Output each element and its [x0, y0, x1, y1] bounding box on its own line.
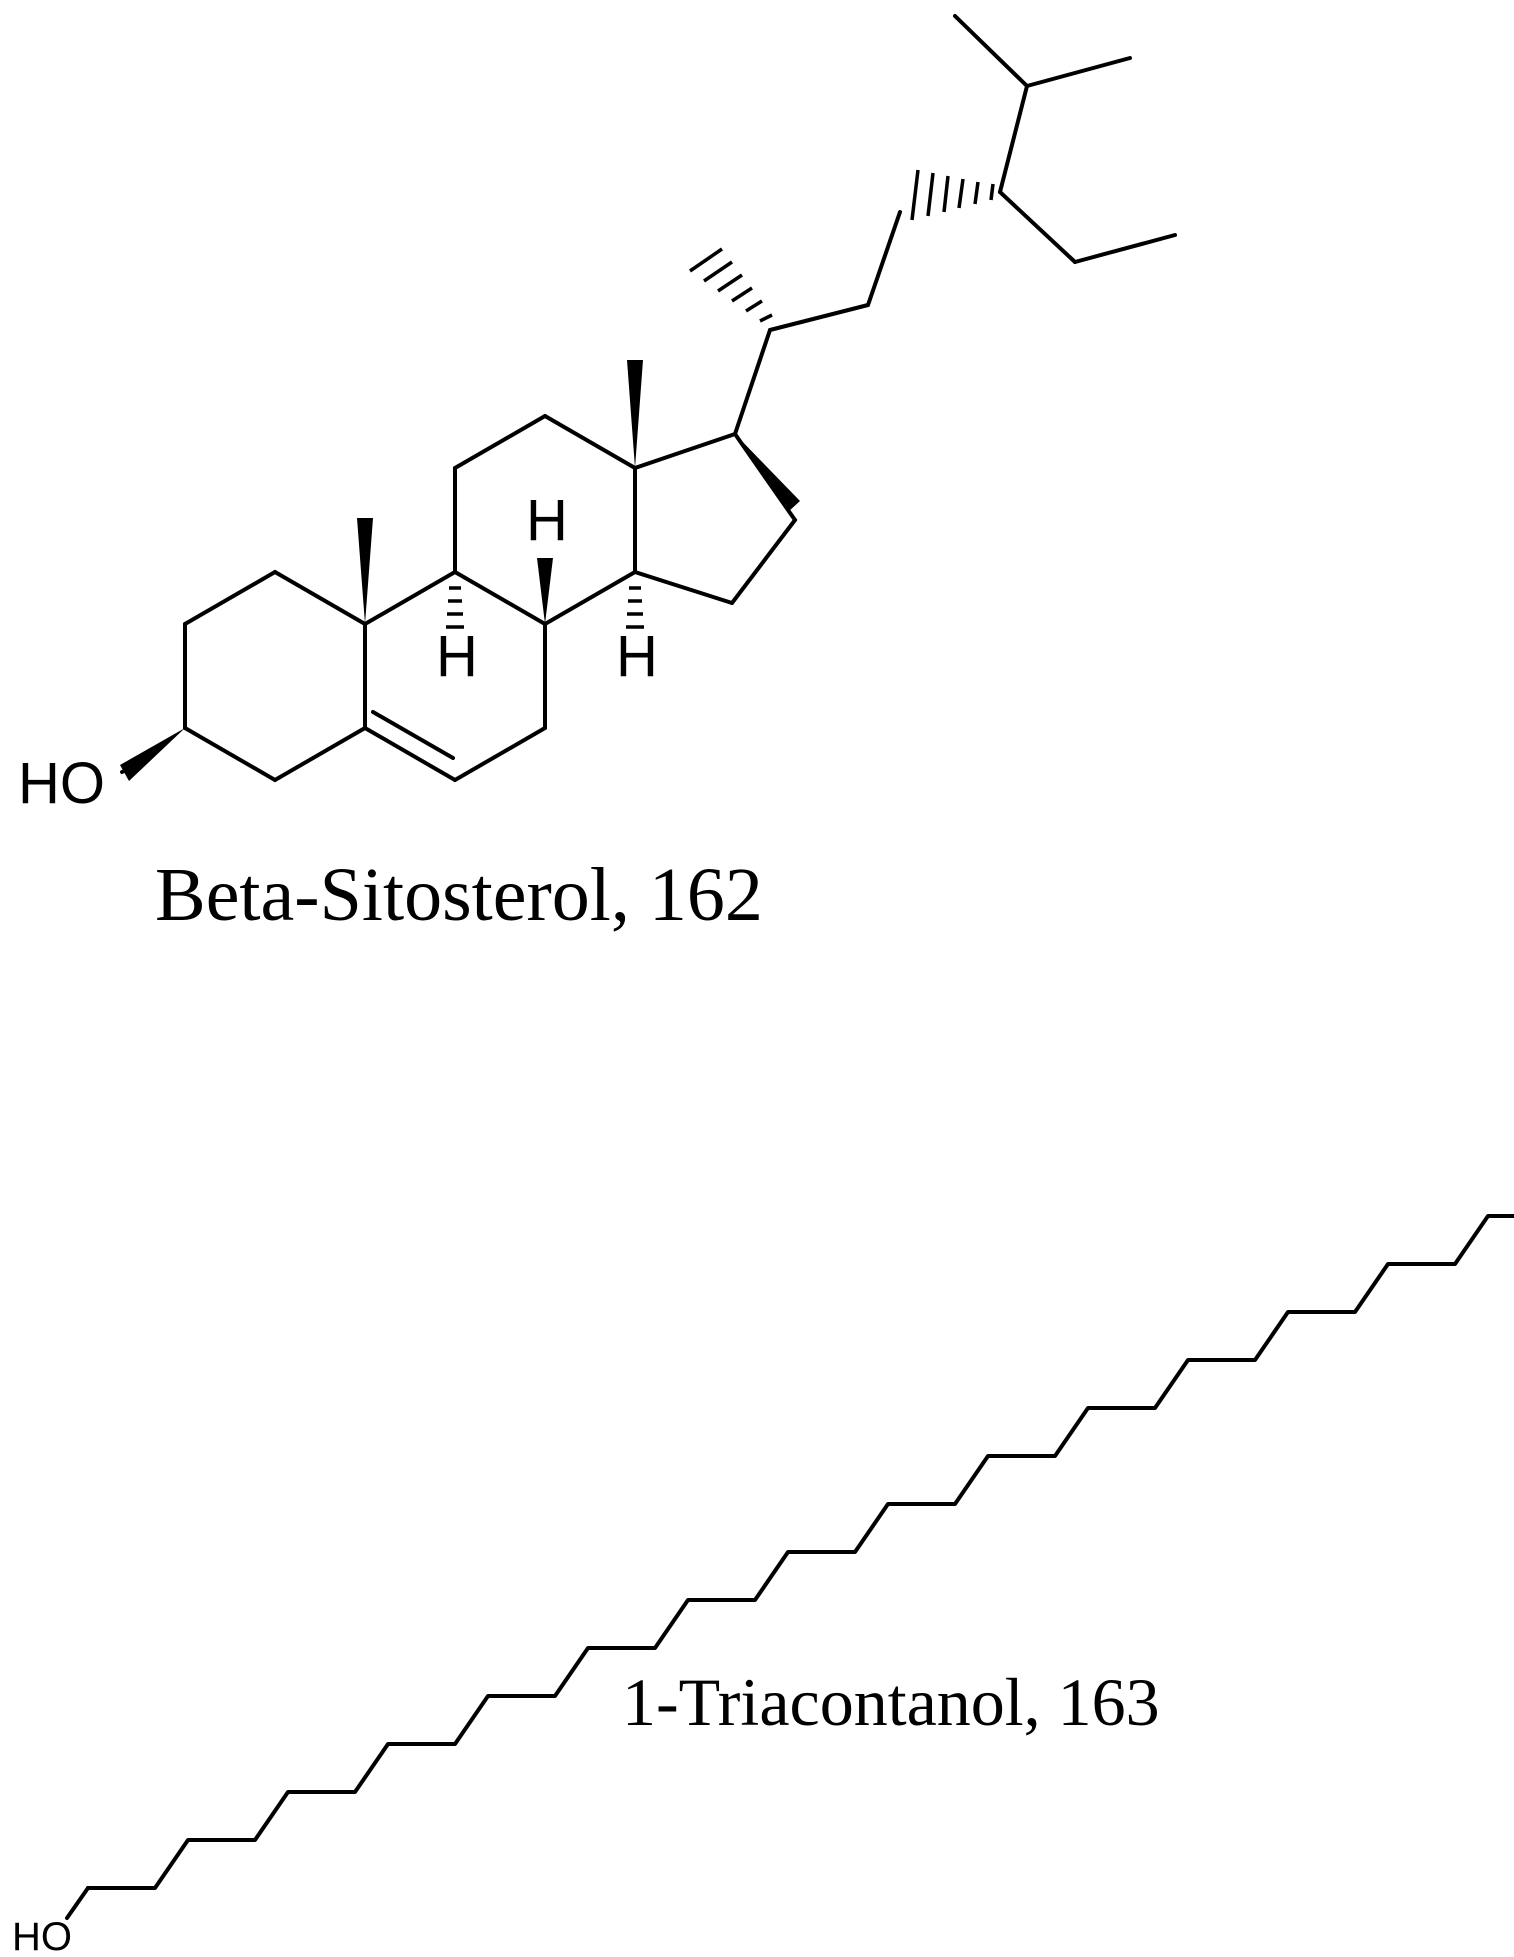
triacontanol-structure: HO 1-Triacontanol, 163	[12, 1214, 1514, 1957]
hash-line	[926, 172, 935, 217]
hash-line	[973, 181, 980, 205]
bond	[998, 84, 1029, 194]
bond	[633, 570, 734, 605]
bond	[363, 570, 457, 626]
bond	[730, 518, 797, 605]
hash-bonds	[446, 169, 995, 629]
triacontanol-caption: 1-Triacontanol, 163	[622, 1664, 1160, 1740]
hash-line	[689, 247, 723, 273]
bond	[273, 570, 367, 626]
bond	[866, 210, 902, 307]
bond	[273, 726, 367, 782]
beta-sitosterol-structure: HO H H H Beta-Sitosterol, 162	[18, 14, 1177, 937]
steroid-skeleton-bonds	[120, 14, 1177, 782]
h8-label: H	[526, 488, 568, 553]
hash-line	[745, 299, 763, 313]
hash-line	[942, 175, 950, 213]
beta-sitosterol-caption: Beta-Sitosterol, 162	[155, 853, 763, 937]
hash-line	[717, 273, 743, 293]
bond-c1-oh	[65, 1886, 90, 1920]
hash-line	[759, 313, 773, 323]
bond	[453, 414, 547, 470]
bond	[1073, 233, 1177, 264]
bond	[363, 726, 457, 782]
bond	[543, 570, 637, 626]
carbon-chain	[86, 1214, 1514, 1890]
wedge-bond-c10-methyl	[357, 518, 373, 624]
bond	[453, 570, 547, 626]
bond	[453, 726, 547, 782]
hash-line	[957, 178, 965, 209]
hash-line	[910, 169, 920, 221]
hydroxyl-label: HO	[18, 751, 105, 816]
bond	[953, 14, 1029, 88]
wedge-bonds	[120, 360, 800, 781]
wedge-bond-c13-methyl	[627, 360, 643, 468]
double-bond-inner	[371, 710, 455, 760]
bond	[543, 414, 637, 470]
bond	[768, 303, 870, 332]
bond	[998, 190, 1077, 264]
hash-line	[703, 260, 733, 283]
bond	[633, 432, 737, 470]
bond	[1025, 56, 1132, 88]
hash-line	[989, 183, 995, 201]
wedge-bond-c8-h	[537, 558, 553, 624]
bond	[183, 570, 277, 626]
hash-line	[731, 286, 753, 303]
wedge-bond-c17-c16	[735, 434, 800, 512]
h14-label: H	[616, 624, 658, 689]
hydroxyl-label: HO	[12, 1915, 72, 1957]
h9-label: H	[436, 624, 478, 689]
wedge-bond-c3-oh	[120, 728, 185, 781]
bond	[183, 726, 277, 782]
bond	[733, 328, 772, 436]
